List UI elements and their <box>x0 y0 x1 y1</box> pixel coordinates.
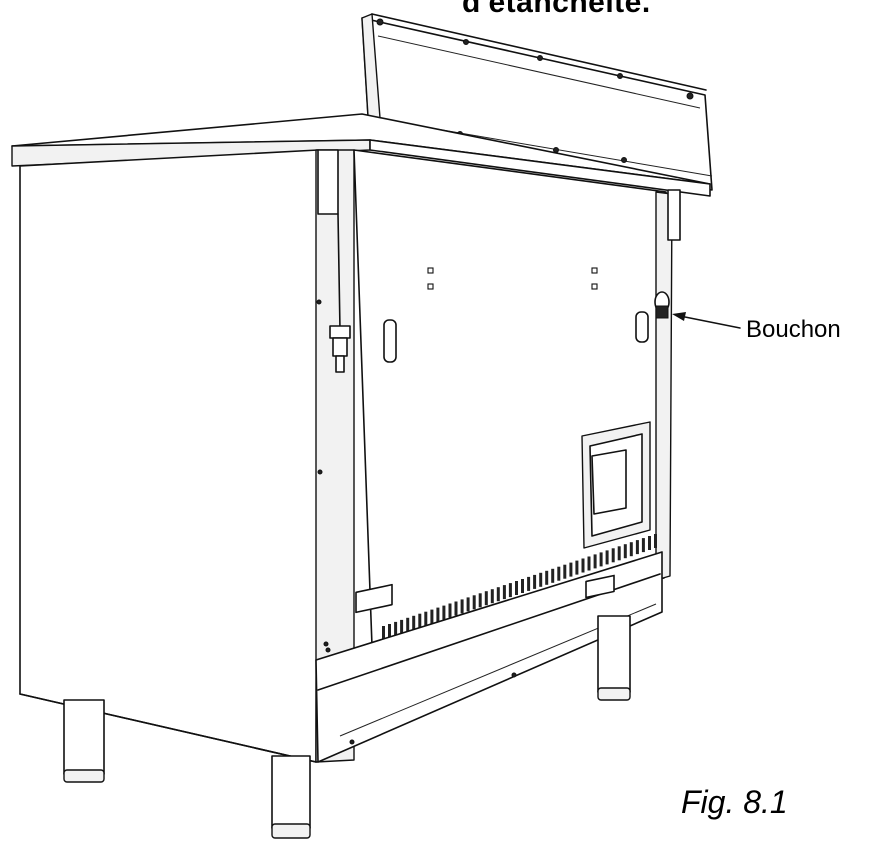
corner-post <box>315 149 355 763</box>
louvre-slit <box>484 591 488 606</box>
louvre-slit <box>581 558 585 573</box>
leg-rear-right <box>597 615 631 701</box>
louvre-slit <box>648 536 651 550</box>
callout-label-plug: Bouchon <box>746 316 841 343</box>
right-bracket <box>667 189 681 241</box>
worktop-side-edge <box>369 139 711 197</box>
louvre-slit <box>418 613 422 628</box>
right-post <box>655 191 673 581</box>
louvre-slit <box>430 609 434 624</box>
rear-slot-left <box>383 319 397 363</box>
louvre-slit <box>623 544 627 559</box>
connection-box <box>591 449 627 515</box>
louvre-slit <box>557 566 561 581</box>
louvre-slit <box>472 595 476 610</box>
louvre-slit <box>490 589 494 604</box>
louvre-slit <box>406 617 410 632</box>
leg-front-center <box>271 755 311 839</box>
figure-caption: Fig. 8.1 <box>681 784 788 820</box>
plinth-screws <box>325 647 517 745</box>
louvre-slit <box>515 581 518 595</box>
louvre-slit <box>593 554 597 569</box>
callout-arrow <box>672 312 741 329</box>
rear-slot-right <box>635 311 649 343</box>
left-side-panel <box>19 149 319 763</box>
plinth-slot-left <box>355 583 393 614</box>
louvre-slit <box>599 552 603 567</box>
louvre-slit <box>641 538 645 553</box>
louvre-slit <box>502 585 506 600</box>
post-screws <box>316 299 329 647</box>
louvre-slit <box>635 540 639 555</box>
bracket-top <box>317 149 339 215</box>
backsplash-inner-rail <box>377 35 701 109</box>
pipe-fitting <box>329 325 351 373</box>
heading-fragment: d'étanchéité. <box>462 0 651 19</box>
louvre-slit <box>448 603 452 618</box>
louvre-slit <box>496 587 500 602</box>
backsplash-top-edge <box>371 13 707 91</box>
louvre-slit <box>400 619 404 634</box>
louvre-slit <box>454 601 458 616</box>
louvre-slit <box>654 534 657 548</box>
louvre-slit <box>569 562 573 577</box>
louvre-slit <box>521 579 524 593</box>
louvre-slit <box>394 621 398 636</box>
rear-vent-holes <box>427 267 598 290</box>
louvre-slit <box>382 626 385 640</box>
gas-pipe <box>337 213 341 331</box>
louvre-slit <box>442 605 446 620</box>
louvre-slit <box>527 576 531 591</box>
louvre-slit <box>575 560 579 575</box>
louvre-slit <box>551 568 555 583</box>
louvre-slit <box>545 570 549 585</box>
louvre-slit <box>460 599 464 614</box>
leg-front-left <box>63 699 105 783</box>
louvre-slit <box>478 593 482 608</box>
louvre-slit <box>605 550 609 565</box>
louvre-slit <box>436 607 440 622</box>
plinth-slot-right <box>585 574 615 599</box>
plug-fitting <box>654 291 670 319</box>
louvre-slit <box>539 572 543 587</box>
louvre-slit <box>424 611 428 626</box>
louvre-slit <box>388 624 391 638</box>
louvre-slit <box>508 583 512 598</box>
louvre-slit <box>533 574 537 589</box>
louvre-slit <box>611 548 615 563</box>
louvre-slit <box>412 615 416 630</box>
louvre-slit <box>629 542 633 557</box>
louvre-slit <box>563 564 567 579</box>
louvre-slit <box>466 597 470 612</box>
louvre-slit <box>617 546 621 561</box>
vent-louvres <box>382 534 657 640</box>
louvre-slit <box>587 556 591 571</box>
